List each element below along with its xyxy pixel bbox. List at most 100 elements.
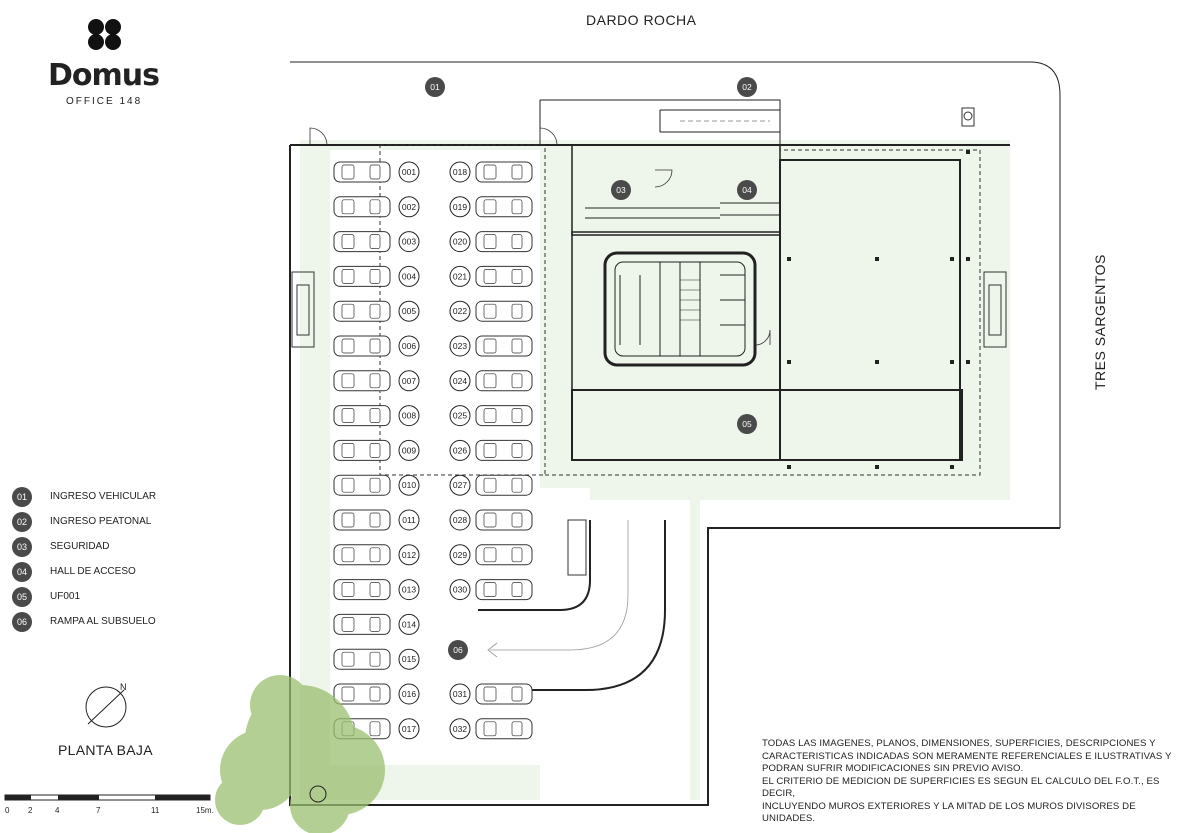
parking-car-icon (333, 231, 391, 253)
parking-car-icon (475, 579, 533, 601)
parking-spot-number: 022 (453, 306, 467, 316)
parking-spot: 018 (449, 161, 471, 183)
parking-spot: 013 (398, 579, 420, 601)
parking-car-icon (475, 300, 533, 322)
parking-spot-number: 027 (453, 480, 467, 490)
parking-spot-number: 018 (453, 167, 467, 177)
parking-car-icon (475, 474, 533, 496)
parking-car-icon (475, 544, 533, 566)
parking-spot: 014 (398, 613, 420, 635)
legend-number: 06 (12, 611, 32, 632)
brand-logo: Domus (48, 58, 160, 93)
legend-label: INGRESO VEHICULAR (50, 491, 157, 502)
parking-car-icon (333, 544, 391, 566)
parking-spot: 004 (398, 265, 420, 287)
plan-marker-number: 01 (430, 82, 440, 92)
parking-spot-number: 029 (453, 550, 467, 560)
parking-spot-number: 012 (402, 550, 416, 560)
parking-car-icon (475, 370, 533, 392)
parking-spot-number: 010 (402, 480, 416, 490)
legend-label: HALL DE ACCESO (50, 566, 136, 577)
parking-car-icon (333, 405, 391, 427)
parking-spot-number: 014 (402, 619, 416, 629)
parking-car-icon (333, 683, 391, 705)
parking-spot-number: 002 (402, 202, 416, 212)
scale-tick-label: 0 (5, 806, 10, 815)
plan-markers: 01 02 03 04 05 06 (425, 77, 757, 660)
parking-car-icon (475, 161, 533, 183)
parking-car-icon (333, 648, 391, 670)
parking-car-icon (333, 579, 391, 601)
parking-spot-number: 015 (402, 654, 416, 664)
scale-tick-label: 11 (151, 806, 160, 815)
north-label: N (120, 682, 127, 692)
parking-spot: 029 (449, 544, 471, 566)
parking-spot: 025 (449, 405, 471, 427)
parking-spot-number: 005 (402, 306, 416, 316)
parking-spot-number: 011 (402, 515, 416, 525)
parking-spot: 024 (449, 370, 471, 392)
plan-marker: 01 (425, 77, 445, 97)
scale-tick-label: 2 (28, 806, 33, 815)
parking-car-icon (475, 718, 533, 740)
parking-spot: 030 (449, 579, 471, 601)
parking-spot-number: 026 (453, 445, 467, 455)
parking-spot-number: 021 (453, 271, 467, 281)
plan-marker: 04 (737, 180, 757, 200)
parking-spot: 008 (398, 405, 420, 427)
plan-marker-number: 03 (616, 185, 626, 195)
parking-car-icon (333, 474, 391, 496)
parking-spot-number: 017 (402, 724, 416, 734)
parking-spot: 028 (449, 509, 471, 531)
ramp (478, 520, 666, 691)
legend-number: 01 (12, 486, 32, 507)
parking-spot-number: 028 (453, 515, 467, 525)
disclaimer-line: INCLUYENDO MUROS EXTERIORES Y LA MITAD D… (762, 800, 1136, 825)
side-stairs (291, 107, 1007, 576)
disclaimer-line: CARACTERISTICAS INDICADAS SON MERAMENTE … (762, 750, 1172, 762)
plan-marker: 02 (737, 77, 757, 97)
parking-car-icon (333, 613, 391, 635)
parking-spot: 011 (398, 509, 420, 531)
parking-spot: 007 (398, 370, 420, 392)
tree-illustration (215, 675, 385, 833)
parking-spot-number: 007 (402, 376, 416, 386)
parking-spot: 031 (449, 683, 471, 705)
parking-spot: 009 (398, 439, 420, 461)
parking-spot-number: 031 (453, 689, 467, 699)
parking-car-icon (475, 509, 533, 531)
brand-subtitle: OFFICE 148 (66, 96, 143, 107)
legend-number: 04 (12, 561, 32, 582)
compass-icon (85, 686, 127, 728)
scale-tick-label: 4 (55, 806, 60, 815)
legend-label: UF001 (50, 591, 81, 602)
parking-spot: 021 (449, 265, 471, 287)
parking-car-icon (475, 196, 533, 218)
parking-spot-number: 001 (402, 167, 416, 177)
scale-bar (4, 794, 211, 801)
structural-columns (787, 150, 970, 469)
parking-spot-number: 019 (453, 202, 467, 212)
plan-marker-number: 04 (742, 185, 752, 195)
parking-car-icon (475, 683, 533, 705)
street-north-label: DARDO ROCHA (586, 12, 697, 28)
parking-car-icon (333, 335, 391, 357)
parking-spot-number: 024 (453, 376, 467, 386)
parking-spot: 016 (398, 683, 420, 705)
legend-number: 05 (12, 586, 32, 607)
plan-marker-number: 06 (453, 645, 463, 655)
parking-spot: 019 (449, 196, 471, 218)
plan-marker: 05 (737, 414, 757, 434)
scale-tick-label: 7 (96, 806, 101, 815)
parking-spot: 001 (398, 161, 420, 183)
parking-car-icon (333, 300, 391, 322)
parking-car-icon (333, 265, 391, 287)
parking-spot: 026 (449, 439, 471, 461)
parking-spot-number: 030 (453, 585, 467, 595)
upper-floor-footprint (379, 144, 981, 476)
legend-label: INGRESO PEATONAL (50, 516, 152, 527)
plan-title: PLANTA BAJA (58, 742, 153, 758)
parking-spot: 012 (398, 544, 420, 566)
